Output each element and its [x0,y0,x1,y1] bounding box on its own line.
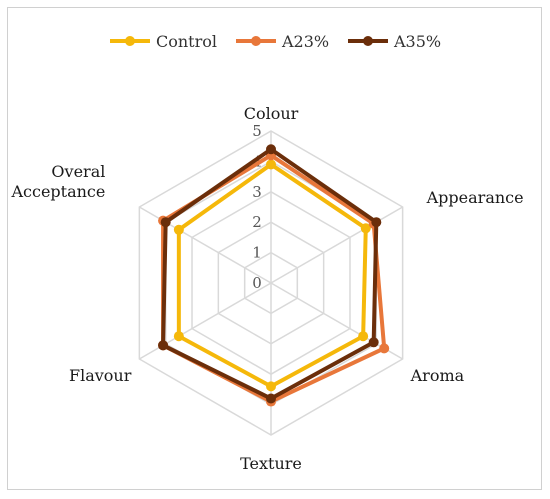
tick-label: 5 [252,122,262,140]
series-line [161,153,387,404]
tick-label: 2 [252,213,262,231]
data-point [158,340,169,351]
legend-swatch-marker [125,36,135,46]
data-point [379,343,390,354]
axis-label: Appearance [426,188,524,207]
series-line [161,147,379,401]
data-point [360,223,371,234]
chart-frame [7,7,542,490]
legend-swatch-marker [251,36,261,46]
data-point [160,217,171,228]
series-Control [173,159,371,392]
legend-label: A23% [281,32,329,51]
data-point [173,224,184,235]
legend-item: A35% [348,32,441,51]
series-A35% [158,144,382,404]
data-point [368,337,379,348]
data-point [371,217,382,228]
tick-label: 4 [252,152,262,170]
data-point [266,159,276,170]
legend-label: A35% [393,32,441,51]
series-layer [158,144,390,407]
legend-item: A23% [236,32,329,51]
tick-label: 3 [252,183,262,201]
radial-ticks: 0 1 2 3 4 5 [252,122,262,292]
data-point [266,144,276,155]
axis-label: Colour [244,104,299,123]
data-point [358,331,369,342]
spoke-1 [270,206,404,284]
axis-label: Texture [240,454,302,473]
data-point [266,381,276,392]
axis-label: Flavour [69,366,132,385]
tick-label: 1 [252,244,262,262]
axis-label: Aroma [410,366,465,385]
data-point [173,331,184,342]
data-point [266,393,276,404]
legend: Control A23% A35% [110,32,441,51]
tick-label: 0 [252,274,262,292]
legend-label: Control [156,32,217,51]
legend-swatch-marker [363,36,373,46]
legend-item: Control [110,32,217,51]
